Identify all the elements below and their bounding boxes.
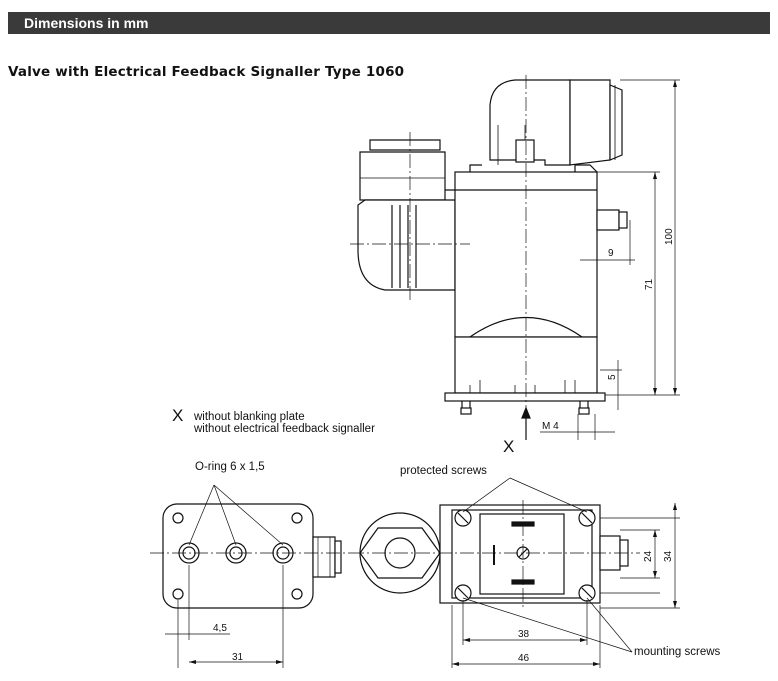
dim-24: 24 [643,550,654,562]
x-arrow-label: X [503,437,514,456]
x-note-line2: without electrical feedback signaller [193,423,375,435]
section-header: Dimensions in mm [8,12,770,34]
diagram-title: Valve with Electrical Feedback Signaller… [8,64,405,80]
dim-34: 34 [663,550,674,562]
dim-4-5: 4,5 [213,623,227,634]
top-view [350,477,680,668]
dim-71: 71 [644,278,655,290]
dim-31: 31 [232,652,244,663]
base-plate-view [150,484,350,668]
dimension-arrows [189,80,677,666]
x-note-line1: without blanking plate [193,411,305,423]
section-title: Dimensions in mm [24,15,149,31]
dim-46: 46 [518,653,530,664]
side-view [350,75,680,440]
dim-5: 5 [607,374,618,380]
protected-screws-label: protected screws [400,465,487,477]
dim-9: 9 [608,248,614,259]
mounting-screws-label: mounting screws [634,646,721,658]
dim-38: 38 [518,629,530,640]
dim-100: 100 [664,228,675,245]
oring-label: O-ring 6 x 1,5 [195,461,265,473]
x-mark-label: X [172,406,183,425]
dim-m4: M 4 [542,421,559,432]
